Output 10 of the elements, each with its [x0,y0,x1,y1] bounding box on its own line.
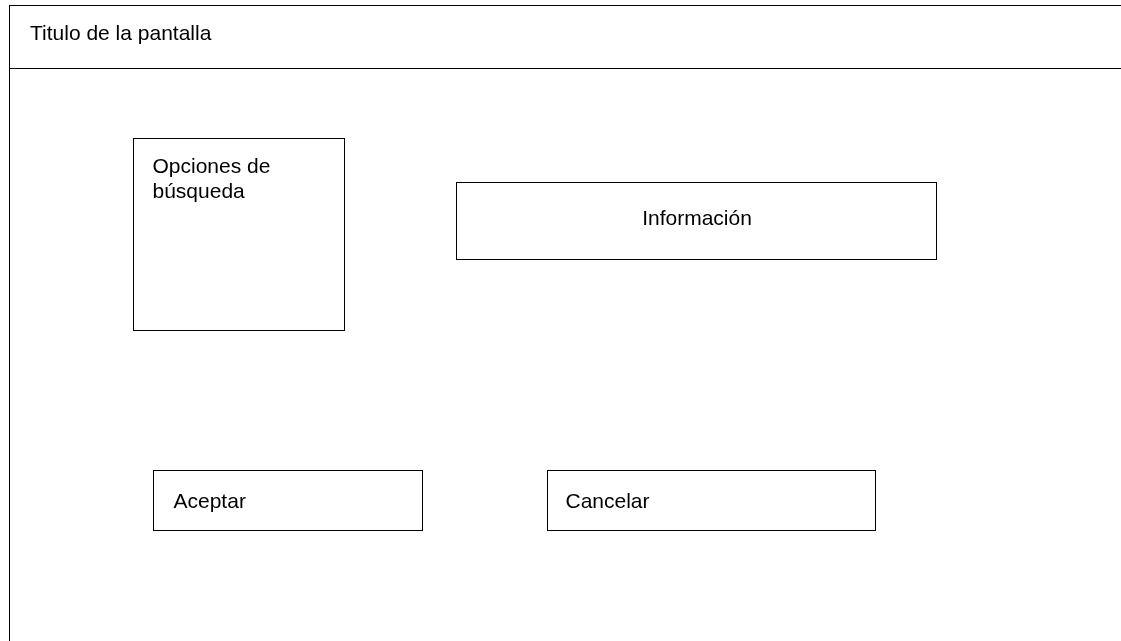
options-panel [132,137,345,331]
panel-label: Opciones de búsqueda [152,152,272,203]
button-label: Aceptar [173,487,247,513]
accept-button [152,469,423,531]
panel-label: Información [641,204,753,230]
button-label: Cancelar [565,487,651,513]
window-frame [9,5,1121,641]
window-title: Titulo de la pantalla [30,20,212,45]
info-panel [455,181,937,260]
cancel-button [546,469,876,531]
